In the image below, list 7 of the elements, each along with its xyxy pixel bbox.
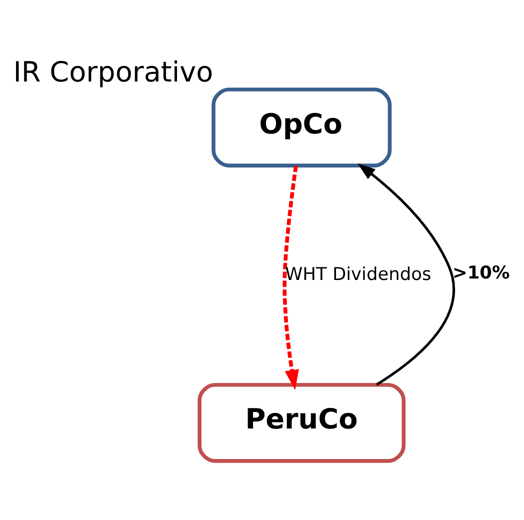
edge-label: >10% [452, 264, 510, 284]
node-label: IR Corporativo [13, 55, 214, 88]
arrow [358, 163, 455, 386]
edge-label: WHT Dividendos [285, 264, 432, 285]
node-box: OpCo [212, 88, 392, 168]
node-box: PeruCo [198, 382, 406, 463]
arrow [282, 166, 299, 390]
